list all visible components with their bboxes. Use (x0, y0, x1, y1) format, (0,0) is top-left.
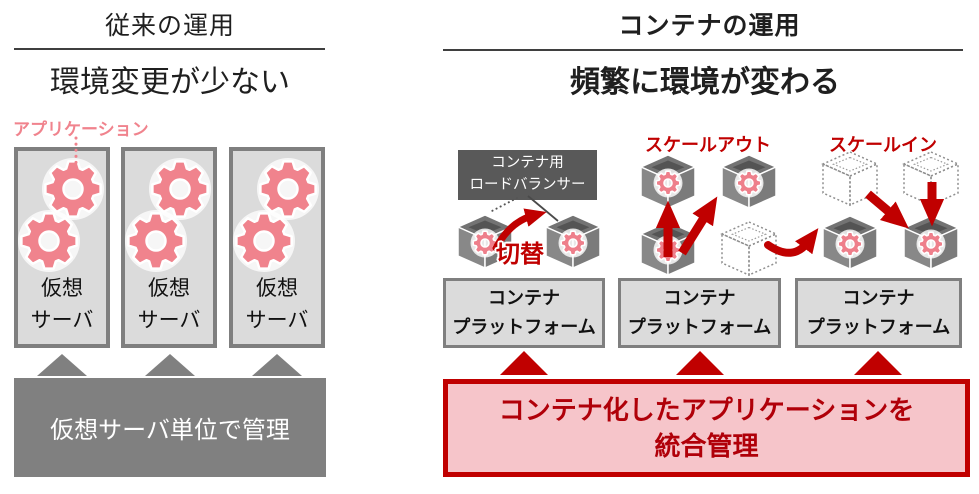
scale-out-label: スケールアウト (645, 135, 771, 155)
triangle-up-icon (252, 354, 302, 376)
vm-box-2: 仮想 サーバ (121, 147, 217, 348)
gear-icon (18, 158, 104, 272)
right-title: コンテナの運用 (618, 12, 801, 40)
container-icon (638, 219, 698, 277)
container-platform-box-3: コンテナ プラットフォーム (795, 278, 962, 348)
vm-box-label: 仮想 サーバ (245, 277, 309, 332)
container-platform-box-2: コンテナ プラットフォーム (618, 278, 781, 348)
vm-box-label: 仮想 サーバ (30, 277, 94, 332)
load-balancer-box: コンテナ用 ロードバランサー (458, 150, 597, 200)
container-icon (638, 152, 698, 210)
container-icon (543, 212, 603, 270)
triangle-up-icon (500, 351, 548, 375)
container-platform-box-1: コンテナ プラットフォーム (443, 278, 605, 348)
left-title: 従来の運用 (104, 12, 235, 40)
lb-dotted-link (489, 197, 518, 213)
triangle-up-icon (676, 351, 724, 375)
gear-icon (125, 158, 211, 272)
unified-management-box: コンテナ化したアプリケーションを 統合管理 (443, 379, 970, 477)
gear-icon (233, 158, 319, 272)
vm-management-bar: 仮想サーバ単位で管理 (14, 378, 326, 477)
container-icon (719, 152, 779, 210)
vm-box-label: 仮想 サーバ (137, 277, 201, 332)
container-icon (820, 213, 880, 271)
container-dotted-icon (719, 219, 779, 277)
right-subtitle: 頻繁に環境が変わる (570, 66, 840, 99)
container-icon (901, 213, 961, 271)
triangle-up-icon (145, 354, 195, 376)
container-dotted-icon (901, 149, 961, 207)
left-subtitle: 環境変更が少ない (50, 66, 290, 99)
container-dotted-icon (820, 149, 880, 207)
vm-box-3: 仮想 サーバ (229, 147, 325, 348)
triangle-up-icon (37, 354, 87, 376)
right-title-underline (443, 49, 963, 51)
left-title-underline (14, 48, 325, 50)
triangle-up-icon (854, 351, 902, 375)
application-label: アプリケーション (13, 120, 149, 139)
vm-box-1: 仮想 サーバ (14, 147, 110, 348)
scale-in-label: スケールイン (829, 135, 937, 155)
switch-label: 切替 (496, 241, 544, 268)
